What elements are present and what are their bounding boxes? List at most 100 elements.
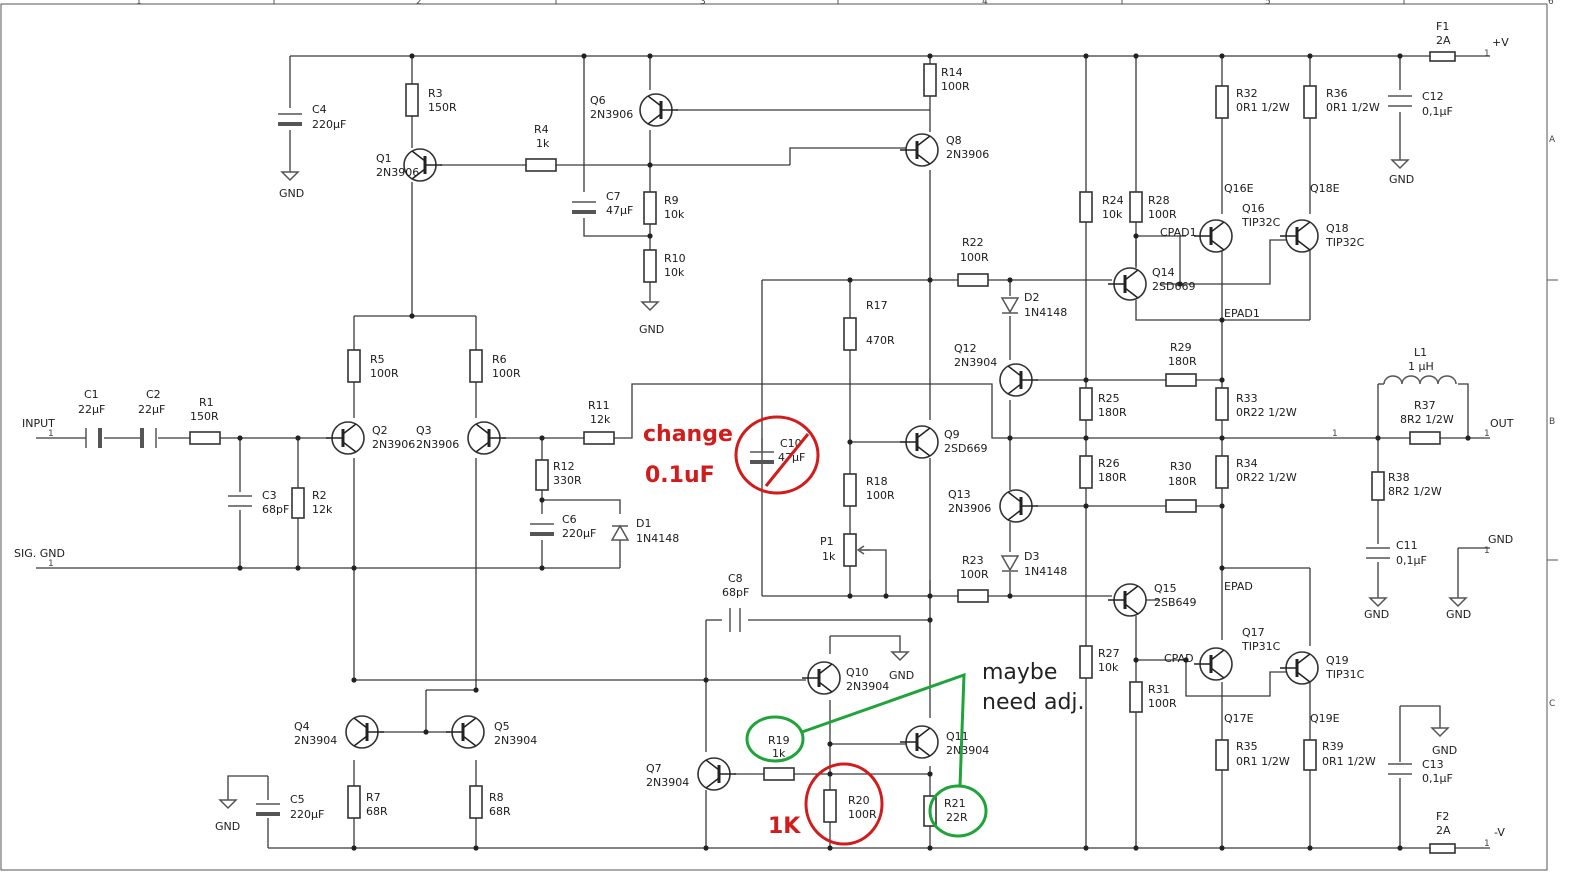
c3-ref: C3 <box>262 489 277 502</box>
net-epad: EPAD <box>1224 580 1253 593</box>
r21-ref: R21 <box>944 797 966 810</box>
r35-value: 0R1 1/2W <box>1236 755 1290 768</box>
frame-col-1: 1 <box>136 0 142 7</box>
r10-ref: R10 <box>664 252 686 265</box>
r39-value: 0R1 1/2W <box>1322 755 1376 768</box>
d3-ref: D3 <box>1024 550 1039 563</box>
r14-ref: R14 <box>941 66 963 79</box>
capacitor-c13: C13 0,1µF <box>1388 758 1453 785</box>
q2-ref: Q2 <box>372 424 388 437</box>
f2-value: 2A <box>1436 824 1451 837</box>
r23-value: 100R <box>960 568 989 581</box>
capacitor-c12: C12 0,1µF <box>1388 90 1453 118</box>
q14-value: 2SD669 <box>1152 280 1195 293</box>
f1-ref: F1 <box>1436 20 1449 33</box>
c7-ref: C7 <box>606 190 621 203</box>
r7-value: 68R <box>366 805 388 818</box>
annotation-0-1uf: 0.1uF <box>645 463 715 488</box>
q2-value: 2N3906 <box>372 438 415 451</box>
annotation-maybe: maybe <box>982 660 1057 685</box>
f2-ref: F2 <box>1436 810 1449 823</box>
c2-value: 22µF <box>138 403 165 416</box>
capacitor-c3: C3 68pF <box>228 489 289 516</box>
port-sig-gnd-pin: 1 <box>48 559 54 569</box>
c11-value: 0,1µF <box>1396 554 1427 567</box>
r18-ref: R18 <box>866 475 888 488</box>
q9-ref: Q9 <box>944 428 960 441</box>
frame-row-a: A <box>1549 135 1556 145</box>
capacitor-c7: C7 47µF <box>572 190 633 217</box>
frame-col-3: 3 <box>700 0 706 7</box>
q10-ref: Q10 <box>846 666 869 679</box>
r12-ref: R12 <box>553 460 575 473</box>
capacitor-c8: C8 68pF <box>722 572 749 632</box>
c11-ref: C11 <box>1396 539 1418 552</box>
gnd-label-r10: GND <box>639 323 664 336</box>
port-vminus-pin: 1 <box>1484 839 1490 849</box>
q6-ref: Q6 <box>590 94 606 107</box>
f1-value: 2A <box>1436 34 1451 47</box>
c13-ref: C13 <box>1422 758 1444 771</box>
port-gnd-right-pin: 1 <box>1484 546 1490 556</box>
r36-value: 0R1 1/2W <box>1326 101 1380 114</box>
r25-ref: R25 <box>1098 392 1120 405</box>
r33-ref: R33 <box>1236 392 1258 405</box>
capacitor-c2: C2 22µF <box>138 388 165 448</box>
annotation-need-adj: need adj. <box>982 690 1085 715</box>
r29-ref: R29 <box>1170 341 1192 354</box>
r24-ref: R24 <box>1102 194 1124 207</box>
d1-value: 1N4148 <box>636 532 679 545</box>
frame-col-4: 4 <box>982 0 988 7</box>
r27-value: 10k <box>1098 661 1119 674</box>
c7-value: 47µF <box>606 204 633 217</box>
frame-row-c: C <box>1549 699 1555 709</box>
diode-d2: D2 1N4148 <box>1000 291 1067 319</box>
r1-value: 150R <box>190 410 219 423</box>
r28-value: 100R <box>1148 208 1177 221</box>
q8-ref: Q8 <box>946 134 962 147</box>
capacitor-c4: C4 220µF <box>278 103 346 131</box>
capacitor-c5: C5 220µF <box>256 793 324 821</box>
q9-value: 2SD669 <box>944 442 987 455</box>
q1-ref: Q1 <box>376 152 392 165</box>
gnd-label-c13: GND <box>1432 744 1457 757</box>
r28-ref: R28 <box>1148 194 1170 207</box>
c5-ref: C5 <box>290 793 305 806</box>
port-vplus: +V <box>1492 36 1509 49</box>
diode-d1: D1 1N4148 <box>610 517 679 545</box>
q19-ref: Q19 <box>1326 654 1349 667</box>
q7-value: 2N3904 <box>646 776 689 789</box>
frame-col-6: 6 <box>1548 0 1554 7</box>
c4-ref: C4 <box>312 103 327 116</box>
r33-value: 0R22 1/2W <box>1236 406 1297 419</box>
q17-value: TIP31C <box>1241 640 1281 653</box>
r14-value: 100R <box>941 80 970 93</box>
capacitor-c11: C11 0,1µF <box>1366 539 1427 567</box>
q16-ref: Q16 <box>1242 202 1265 215</box>
net-q19e: Q19E <box>1310 712 1340 725</box>
q17-ref: Q17 <box>1242 626 1265 639</box>
q5-ref: Q5 <box>494 720 510 733</box>
q16-value: TIP32C <box>1241 216 1281 229</box>
c4-value: 220µF <box>312 118 346 131</box>
r11-ref: R11 <box>588 399 610 412</box>
r37-value: 8R2 1/2W <box>1400 413 1454 426</box>
r38-ref: R38 <box>1388 471 1410 484</box>
annotation-red: change 0.1uF 1K <box>643 415 884 846</box>
